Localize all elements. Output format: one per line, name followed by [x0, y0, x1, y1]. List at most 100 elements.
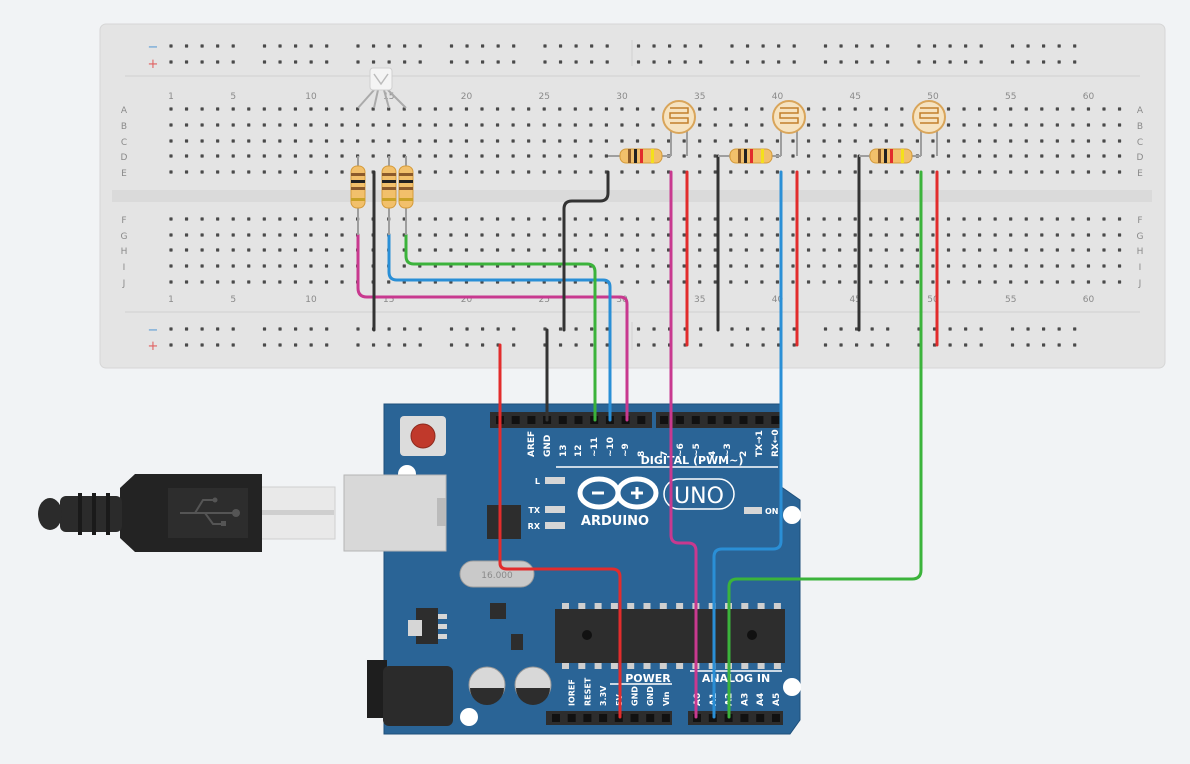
breadboard-hole[interactable]	[309, 170, 313, 174]
rail-hole[interactable]	[278, 327, 282, 331]
breadboard-hole[interactable]	[822, 233, 826, 237]
rail-hole[interactable]	[1057, 343, 1061, 347]
breadboard-hole[interactable]	[604, 264, 608, 268]
breadboard-hole[interactable]	[962, 280, 966, 284]
rail-hole[interactable]	[309, 44, 313, 48]
rail-hole[interactable]	[683, 44, 687, 48]
breadboard-hole[interactable]	[822, 154, 826, 158]
rail-hole[interactable]	[558, 343, 563, 347]
breadboard-hole[interactable]	[651, 170, 655, 174]
breadboard-hole[interactable]	[527, 233, 531, 237]
rail-hole[interactable]	[792, 327, 796, 331]
breadboard-hole[interactable]	[698, 123, 702, 127]
rail-hole[interactable]	[574, 343, 578, 347]
breadboard-hole[interactable]	[604, 217, 608, 221]
breadboard-hole[interactable]	[729, 233, 733, 237]
breadboard-hole[interactable]	[962, 170, 966, 174]
breadboard-hole[interactable]	[667, 248, 671, 252]
breadboard-hole[interactable]	[853, 170, 857, 174]
breadboard-hole[interactable]	[853, 107, 857, 111]
breadboard-hole[interactable]	[418, 170, 422, 174]
breadboard-hole[interactable]	[713, 139, 717, 143]
breadboard-hole[interactable]	[184, 170, 189, 174]
rail-hole[interactable]	[262, 44, 267, 48]
rail-hole[interactable]	[574, 60, 578, 64]
breadboard-hole[interactable]	[356, 123, 360, 127]
breadboard-hole[interactable]	[1024, 217, 1028, 221]
breadboard-hole[interactable]	[480, 154, 484, 158]
breadboard-hole[interactable]	[946, 123, 951, 127]
rail-hole[interactable]	[839, 327, 843, 331]
breadboard-hole[interactable]	[464, 154, 469, 158]
breadboard-hole[interactable]	[806, 217, 811, 221]
breadboard-hole[interactable]	[449, 139, 453, 143]
breadboard-hole[interactable]	[433, 154, 437, 158]
header-socket[interactable]	[708, 714, 717, 722]
breadboard-hole[interactable]	[262, 280, 266, 284]
breadboard-hole[interactable]	[667, 139, 671, 143]
breadboard-hole[interactable]	[1102, 107, 1106, 111]
rail-hole[interactable]	[1057, 44, 1061, 48]
rail-hole[interactable]	[418, 343, 422, 347]
breadboard-hole[interactable]	[620, 280, 624, 284]
sensor-resistors[interactable]	[608, 148, 921, 164]
breadboard-hole[interactable]	[962, 264, 966, 268]
header-socket[interactable]	[691, 416, 700, 424]
breadboard-hole[interactable]	[1117, 154, 1122, 158]
rail-hole[interactable]	[964, 44, 968, 48]
breadboard-hole[interactable]	[1055, 139, 1059, 143]
breadboard-hole[interactable]	[1071, 107, 1075, 111]
rail-hole[interactable]	[636, 343, 641, 347]
breadboard-hole[interactable]	[200, 248, 204, 252]
breadboard-hole[interactable]	[1055, 280, 1059, 284]
breadboard-hole[interactable]	[884, 170, 888, 174]
breadboard-hole[interactable]	[822, 170, 826, 174]
rail-hole[interactable]	[761, 44, 765, 48]
breadboard-hole[interactable]	[806, 248, 811, 252]
breadboard-hole[interactable]	[184, 217, 189, 221]
breadboard-hole[interactable]	[200, 170, 204, 174]
rail-hole[interactable]	[1073, 44, 1077, 48]
header-socket[interactable]	[675, 416, 684, 424]
header-socket[interactable]	[583, 714, 592, 722]
breadboard-hole[interactable]	[371, 139, 375, 143]
breadboard-hole[interactable]	[200, 123, 204, 127]
breadboard-hole[interactable]	[278, 264, 282, 268]
breadboard-hole[interactable]	[340, 139, 344, 143]
breadboard-hole[interactable]	[729, 248, 733, 252]
breadboard-hole[interactable]	[231, 107, 235, 111]
breadboard-hole[interactable]	[542, 139, 546, 143]
power-jack[interactable]	[383, 666, 453, 726]
breadboard-hole[interactable]	[495, 248, 500, 252]
breadboard-hole[interactable]	[573, 123, 577, 127]
breadboard-hole[interactable]	[838, 107, 842, 111]
breadboard-hole[interactable]	[293, 233, 297, 237]
breadboard-hole[interactable]	[309, 123, 313, 127]
breadboard-hole[interactable]	[744, 123, 748, 127]
rail-hole[interactable]	[1026, 343, 1030, 347]
breadboard-hole[interactable]	[884, 217, 888, 221]
breadboard-hole[interactable]	[1102, 280, 1106, 284]
breadboard-hole[interactable]	[1040, 248, 1044, 252]
breadboard-hole[interactable]	[978, 264, 982, 268]
photoresistor[interactable]	[662, 100, 696, 156]
breadboard-hole[interactable]	[651, 280, 655, 284]
breadboard-hole[interactable]	[495, 139, 500, 143]
breadboard-hole[interactable]	[527, 170, 531, 174]
header-socket[interactable]	[646, 714, 655, 722]
resistor[interactable]	[608, 148, 671, 164]
breadboard-hole[interactable]	[698, 170, 702, 174]
breadboard-hole[interactable]	[838, 139, 842, 143]
rail-hole[interactable]	[979, 60, 983, 64]
rail-hole[interactable]	[1057, 60, 1061, 64]
rail-hole[interactable]	[932, 327, 937, 331]
rail-hole[interactable]	[652, 44, 656, 48]
breadboard-hole[interactable]	[1040, 280, 1044, 284]
breadboard-hole[interactable]	[760, 217, 764, 221]
breadboard-hole[interactable]	[1040, 154, 1044, 158]
breadboard-hole[interactable]	[589, 233, 593, 237]
breadboard-hole[interactable]	[729, 107, 733, 111]
breadboard-hole[interactable]	[760, 248, 764, 252]
breadboard-hole[interactable]	[744, 107, 748, 111]
rail-hole[interactable]	[932, 343, 937, 347]
